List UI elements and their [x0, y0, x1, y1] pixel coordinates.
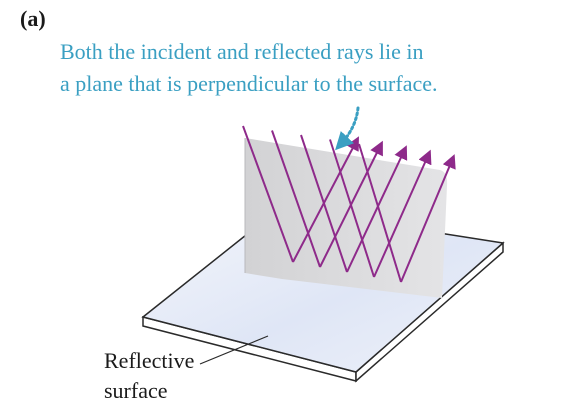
surface-label-line-2: surface [104, 378, 168, 403]
caption-line-1: Both the incident and reflected rays lie… [60, 39, 424, 64]
rays-group [242, 125, 456, 283]
incident-ray [358, 143, 402, 283]
reflected-ray [292, 136, 359, 263]
reflected-ray [373, 149, 432, 278]
surface-label-line-1: Reflective [104, 348, 195, 373]
incident-ray [300, 134, 348, 273]
incident-ray [242, 125, 294, 263]
reflected-ray [346, 145, 408, 273]
incident-ray [329, 139, 375, 278]
caption-pointer [335, 106, 360, 151]
reflected-ray [400, 154, 456, 283]
caption-line-2: a plane that is perpendicular to the sur… [60, 71, 438, 96]
panel-label: (a) [20, 6, 46, 31]
surface-label-leader [199, 335, 269, 365]
incident-ray [271, 130, 321, 268]
